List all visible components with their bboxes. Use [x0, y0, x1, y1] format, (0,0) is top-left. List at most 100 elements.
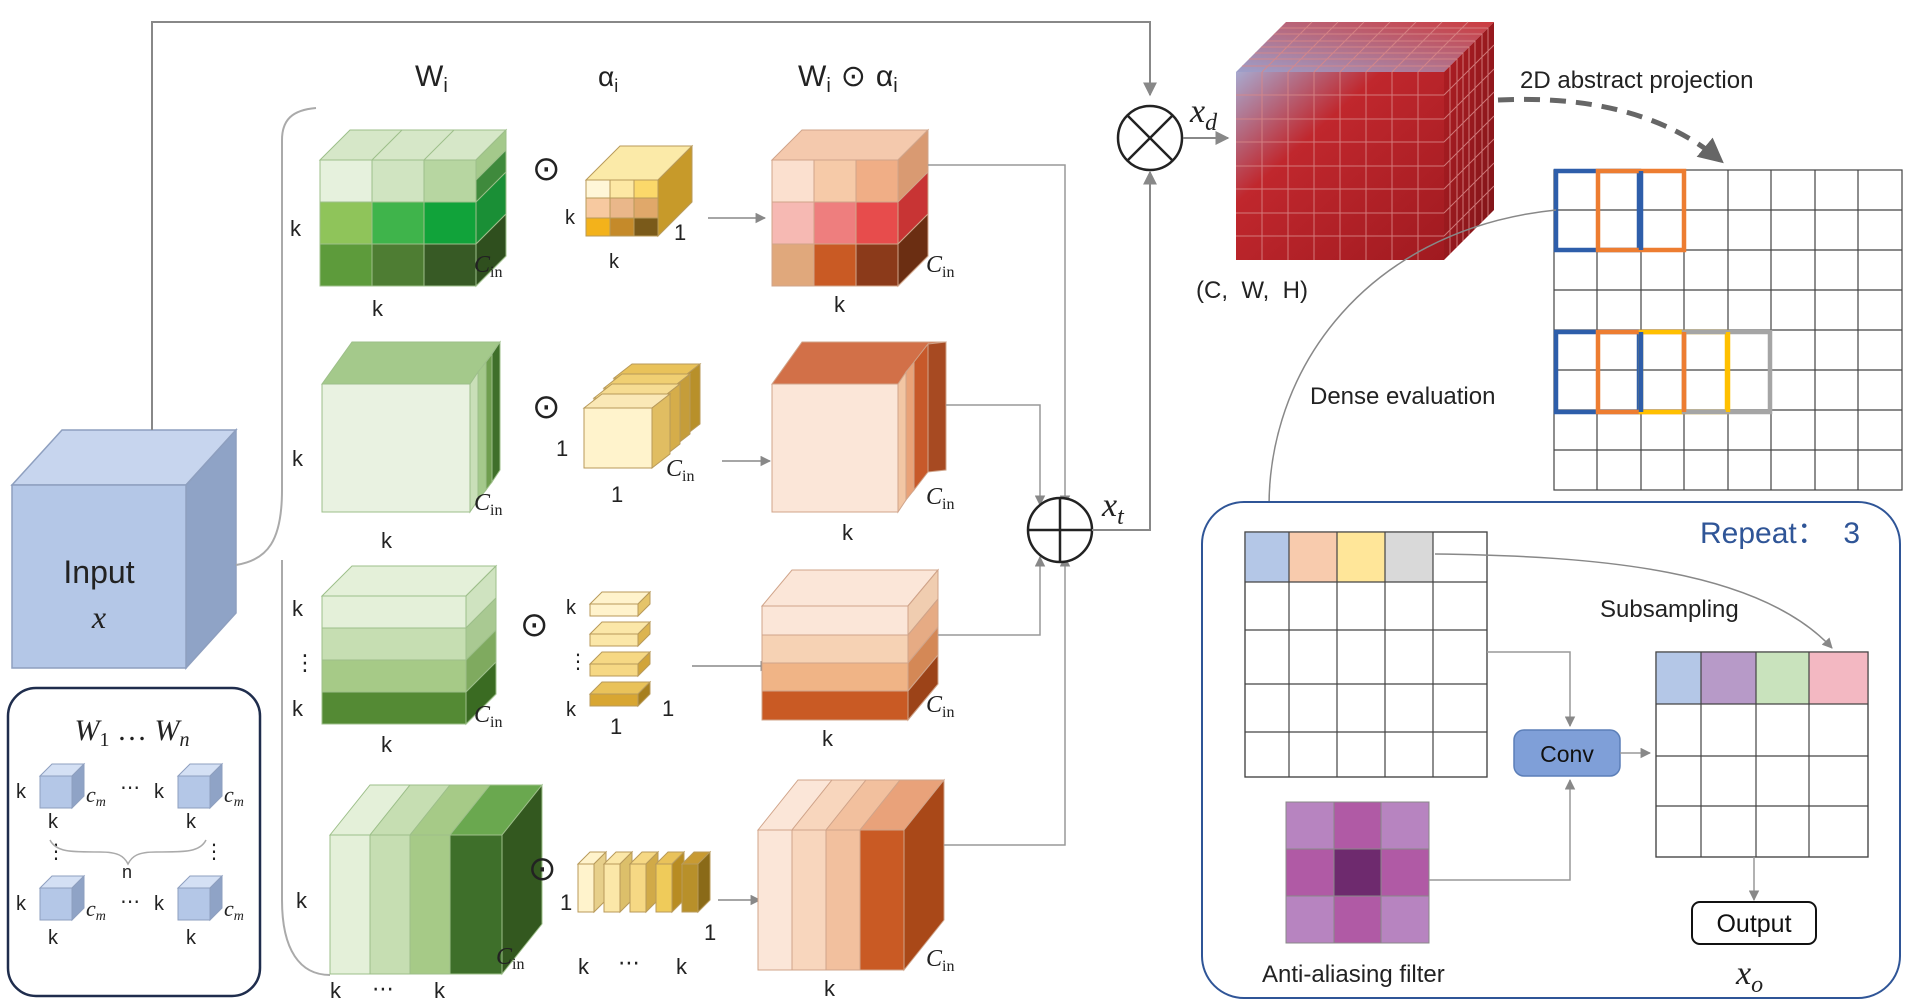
legend-hdots2: ⋯	[120, 891, 140, 913]
row-2: k k Cin ⊙ 1 1 Cin k Cin	[292, 340, 1046, 553]
row4-odot: ⊙	[528, 850, 557, 888]
legend-n: n	[122, 862, 132, 882]
legend-vdots2: ⋮	[204, 841, 224, 863]
row3-alpha-one-bottom: 1	[610, 714, 622, 739]
row1-alpha-k-left: k	[565, 207, 576, 229]
row4-k-b1: k	[330, 978, 342, 1003]
row1-product-k: k	[834, 292, 846, 317]
row3-k-bottom-left: k	[292, 696, 304, 721]
kernel-legend: W1 … Wn k k cm ⋯ k k cm ⋮ ⋮ n k k cm ⋯ k…	[6, 686, 262, 998]
feature-tensor	[1236, 21, 1495, 260]
row4-cin: Cin	[496, 944, 524, 973]
legend-cm1: cm	[86, 782, 106, 810]
row4-alpha-one-left: 1	[560, 890, 572, 915]
row2-alpha-stack	[582, 362, 702, 470]
row4-alpha-k-b1: k	[578, 954, 590, 979]
row2-to-sum	[946, 404, 1046, 507]
row3-cin: Cin	[474, 702, 502, 731]
conv-block: Conv	[1513, 729, 1621, 777]
legend-k5: k	[16, 893, 27, 915]
row3-alpha-one-right: 1	[662, 696, 674, 721]
window-highlights	[1553, 168, 1773, 415]
row1-alpha-k-bottom: k	[609, 251, 620, 273]
row2-k-left: k	[292, 446, 304, 471]
row4-alpha-slices	[576, 850, 712, 914]
column-headers: Wi αi Wi⊙αi	[415, 60, 898, 97]
input-var: x	[91, 599, 106, 635]
header-W-odot-alpha: Wi⊙αi	[798, 60, 898, 97]
subsampling-label: Subsampling	[1600, 596, 1739, 623]
row-1: k k Cin ⊙ k k 1	[290, 128, 1071, 507]
row4-alpha-one-right: 1	[704, 920, 716, 945]
legend-cube-br	[176, 874, 224, 922]
row3-odot: ⊙	[520, 606, 549, 644]
row2-alpha-cin: Cin	[666, 456, 694, 485]
output-grid	[1655, 651, 1869, 858]
legend-k3: k	[154, 781, 165, 803]
row4-alpha-hdots: ⋯	[618, 950, 640, 975]
dense-eval-label: Dense evaluation	[1310, 383, 1495, 410]
legend-cm2: cm	[224, 782, 244, 810]
row2-odot: ⊙	[532, 388, 561, 426]
row1-k-bottom: k	[372, 296, 384, 321]
row3-alpha-k-top: k	[566, 597, 577, 619]
legend-cube-tl	[38, 762, 86, 810]
row1-weight-cube	[318, 128, 508, 288]
row4-k-left: k	[296, 888, 308, 913]
filter-label: Anti-aliasing filter	[1262, 961, 1445, 988]
row2-alpha-one-bottom: 1	[611, 482, 623, 507]
legend-cm3: cm	[86, 896, 106, 924]
row3-to-sum	[938, 555, 1046, 636]
row2-product-cube	[771, 341, 947, 514]
row4-to-sum	[944, 555, 1071, 846]
header-alpha: αi	[598, 61, 618, 96]
tensor-shape: (C, W, H)	[1196, 277, 1308, 304]
legend-k4: k	[186, 811, 197, 833]
row3-weight-stack	[320, 564, 498, 726]
legend-brace	[49, 839, 207, 866]
dense-eval-arrow	[1264, 209, 1557, 532]
row4-product-cin: Cin	[926, 946, 954, 975]
row4-k-b2: k	[434, 978, 446, 1003]
row3-k-top: k	[292, 596, 304, 621]
add-op	[1026, 496, 1094, 564]
row1-product-cube	[770, 128, 930, 288]
row-4: k k ⋯ k Cin ⊙ 1 1 k ⋯ k k Cin	[296, 555, 1071, 1003]
row3-product-stack	[760, 568, 940, 722]
row1-alpha-one: 1	[674, 220, 686, 245]
dense-to-conv	[1487, 651, 1576, 728]
row3-k-bottom: k	[381, 732, 393, 757]
input-block: Input x	[10, 428, 238, 670]
row3-product-k: k	[822, 726, 834, 751]
legend-k1: k	[16, 781, 27, 803]
row1-product-cin: Cin	[926, 252, 954, 281]
row2-alpha-one-left: 1	[556, 436, 568, 461]
row2-k-bottom: k	[381, 528, 393, 553]
legend-k8: k	[186, 927, 197, 949]
legend-k7: k	[154, 893, 165, 915]
xd-label: xd	[1189, 93, 1218, 136]
row1-odot: ⊙	[532, 150, 561, 188]
row3-alpha-stack	[588, 590, 652, 708]
row1-k-left: k	[290, 216, 302, 241]
row4-hdots: ⋯	[372, 976, 394, 1001]
row3-alpha-k-bottom: k	[566, 699, 577, 721]
header-Wi: Wi	[415, 60, 448, 97]
legend-k6: k	[48, 927, 59, 949]
row4-alpha-k-b2: k	[676, 954, 688, 979]
legend-k2: k	[48, 811, 59, 833]
output-box: Output	[1691, 901, 1817, 945]
anti-aliasing-filter	[1285, 801, 1430, 944]
row1-alpha-cube	[584, 144, 694, 238]
legend-cm4: cm	[224, 896, 244, 924]
row3-vdots: ⋮	[294, 650, 316, 675]
row4-weight-slices	[328, 783, 544, 976]
row4-product-k: k	[824, 976, 836, 1001]
legend-cube-tr	[176, 762, 224, 810]
xt-label: xt	[1101, 487, 1125, 530]
filter-to-conv	[1429, 778, 1576, 881]
legend-cube-bl	[38, 874, 86, 922]
row3-product-cin: Cin	[926, 692, 954, 721]
multiply-op	[1116, 104, 1184, 172]
